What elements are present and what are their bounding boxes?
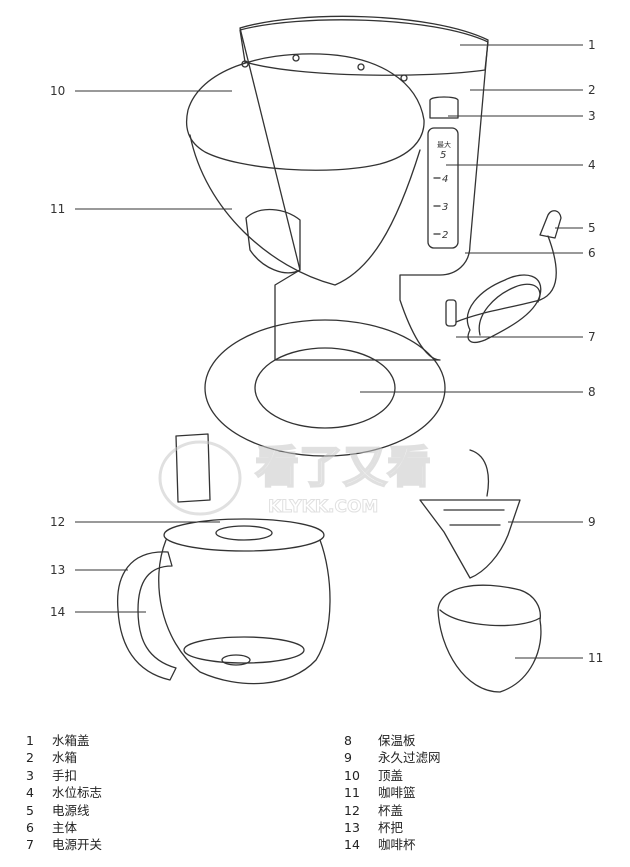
coffee-maker-exploded-diagram: 1 2 3 4 5 6 7 8 9 10 11 11 12 13 14 最大 5… bbox=[50, 15, 603, 693]
legend-item: 9 永久过滤网 bbox=[344, 749, 441, 766]
water-tank-lid bbox=[239, 19, 489, 76]
legend-item-number: 12 bbox=[344, 802, 360, 818]
legend-item: 10 顶盖 bbox=[344, 767, 441, 784]
legend-item-label: 咖啡杯 bbox=[378, 837, 416, 853]
legend-item-number: 9 bbox=[344, 750, 352, 766]
legend-item: 11 咖啡篮 bbox=[344, 784, 441, 801]
callout-2: 2 bbox=[588, 83, 596, 97]
legend-item-number: 2 bbox=[26, 750, 34, 766]
callout-3: 3 bbox=[588, 109, 596, 123]
legend-item-label: 主体 bbox=[52, 820, 78, 836]
legend-item-label: 保温板 bbox=[378, 733, 416, 748]
callout-5: 5 bbox=[588, 221, 596, 235]
legend-item-label: 杯把 bbox=[378, 820, 404, 836]
carafe-handle bbox=[116, 551, 177, 681]
legend-item-label: 顶盖 bbox=[378, 767, 404, 783]
watermark-url-text: KLYKK.COM bbox=[268, 497, 378, 517]
legend-item: 4 水位标志 bbox=[26, 784, 102, 801]
legend-item-number: 6 bbox=[26, 820, 34, 836]
legend-item-number: 10 bbox=[344, 767, 360, 783]
callout-14: 14 bbox=[50, 605, 65, 619]
callout-7: 7 bbox=[588, 330, 596, 344]
power-plug bbox=[539, 210, 562, 239]
warming-plate bbox=[204, 319, 446, 457]
callout-10: 10 bbox=[50, 84, 65, 98]
legend-item-number: 7 bbox=[26, 837, 34, 853]
legend-item: 6 主体 bbox=[26, 819, 102, 836]
legend-item: 1 水箱盖 bbox=[26, 732, 102, 749]
gauge-level-2: 2 bbox=[442, 230, 448, 241]
legend-item-number: 8 bbox=[344, 733, 352, 748]
water-level-window bbox=[427, 127, 459, 249]
power-switch bbox=[445, 299, 457, 327]
gauge-max-label: 最大 bbox=[437, 140, 451, 149]
callout-6: 6 bbox=[588, 246, 596, 260]
legend-item-number: 11 bbox=[344, 785, 360, 801]
callout-12: 12 bbox=[50, 515, 65, 529]
legend-right-column: 8 保温板 9 永久过滤网 10 顶盖 11 咖啡篮 12 杯盖 13 杯把 14 咖啡杯 bbox=[344, 732, 441, 854]
coffee-basket-lower bbox=[437, 584, 542, 693]
legend-item-number: 13 bbox=[344, 820, 360, 836]
legend-item-label: 咖啡篮 bbox=[378, 785, 416, 801]
watermark: 看了又看 KLYKK.COM bbox=[158, 440, 432, 518]
callout-4: 4 bbox=[588, 158, 596, 172]
callout-11-lower: 11 bbox=[588, 651, 603, 665]
callout-11-upper: 11 bbox=[50, 202, 65, 216]
legend-item-label: 电源开关 bbox=[52, 837, 103, 853]
legend-item-number: 5 bbox=[26, 802, 34, 818]
power-cord bbox=[455, 235, 557, 323]
gauge-level-4: 4 bbox=[442, 174, 448, 185]
legend-item-label: 永久过滤网 bbox=[378, 750, 441, 766]
legend-item: 13 杯把 bbox=[344, 819, 441, 836]
legend-item: 5 电源线 bbox=[26, 802, 102, 819]
callout-13: 13 bbox=[50, 563, 65, 577]
legend-item-label: 水箱盖 bbox=[52, 733, 90, 748]
callout-8: 8 bbox=[588, 385, 596, 399]
coffee-basket-upper bbox=[189, 134, 421, 286]
legend-item-label: 水箱 bbox=[52, 750, 78, 766]
legend-item-number: 3 bbox=[26, 767, 34, 783]
legend-item-label: 手扣 bbox=[52, 767, 78, 783]
carafe-lid bbox=[163, 518, 325, 552]
legend-item-label: 水位标志 bbox=[52, 785, 103, 801]
legend-item-number: 14 bbox=[344, 837, 360, 853]
legend-item-number: 4 bbox=[26, 785, 34, 801]
gauge-level-3: 3 bbox=[442, 202, 448, 213]
gauge-level-5: 5 bbox=[440, 150, 446, 161]
legend-item: 2 水箱 bbox=[26, 749, 102, 766]
callout-9: 9 bbox=[588, 515, 596, 529]
legend-left-column: 1 水箱盖 2 水箱 3 手扣 4 水位标志 5 电源线 6 主体 7 电源开关 bbox=[26, 732, 102, 854]
carafe-body bbox=[158, 539, 331, 685]
legend-item: 12 杯盖 bbox=[344, 802, 441, 819]
tank-handle bbox=[429, 96, 459, 119]
legend-item-number: 1 bbox=[26, 733, 34, 748]
watermark-main-text: 看了又看 bbox=[255, 442, 431, 493]
permanent-filter bbox=[419, 499, 521, 579]
legend-item: 7 电源开关 bbox=[26, 836, 102, 853]
legend-item-label: 电源线 bbox=[52, 802, 90, 818]
legend-item: 3 手扣 bbox=[26, 767, 102, 784]
legend-item-label: 杯盖 bbox=[378, 802, 404, 818]
top-cover bbox=[185, 53, 425, 171]
legend-item: 8 保温板 bbox=[344, 732, 441, 749]
callout-1: 1 bbox=[588, 38, 596, 52]
legend-item: 14 咖啡杯 bbox=[344, 836, 441, 853]
